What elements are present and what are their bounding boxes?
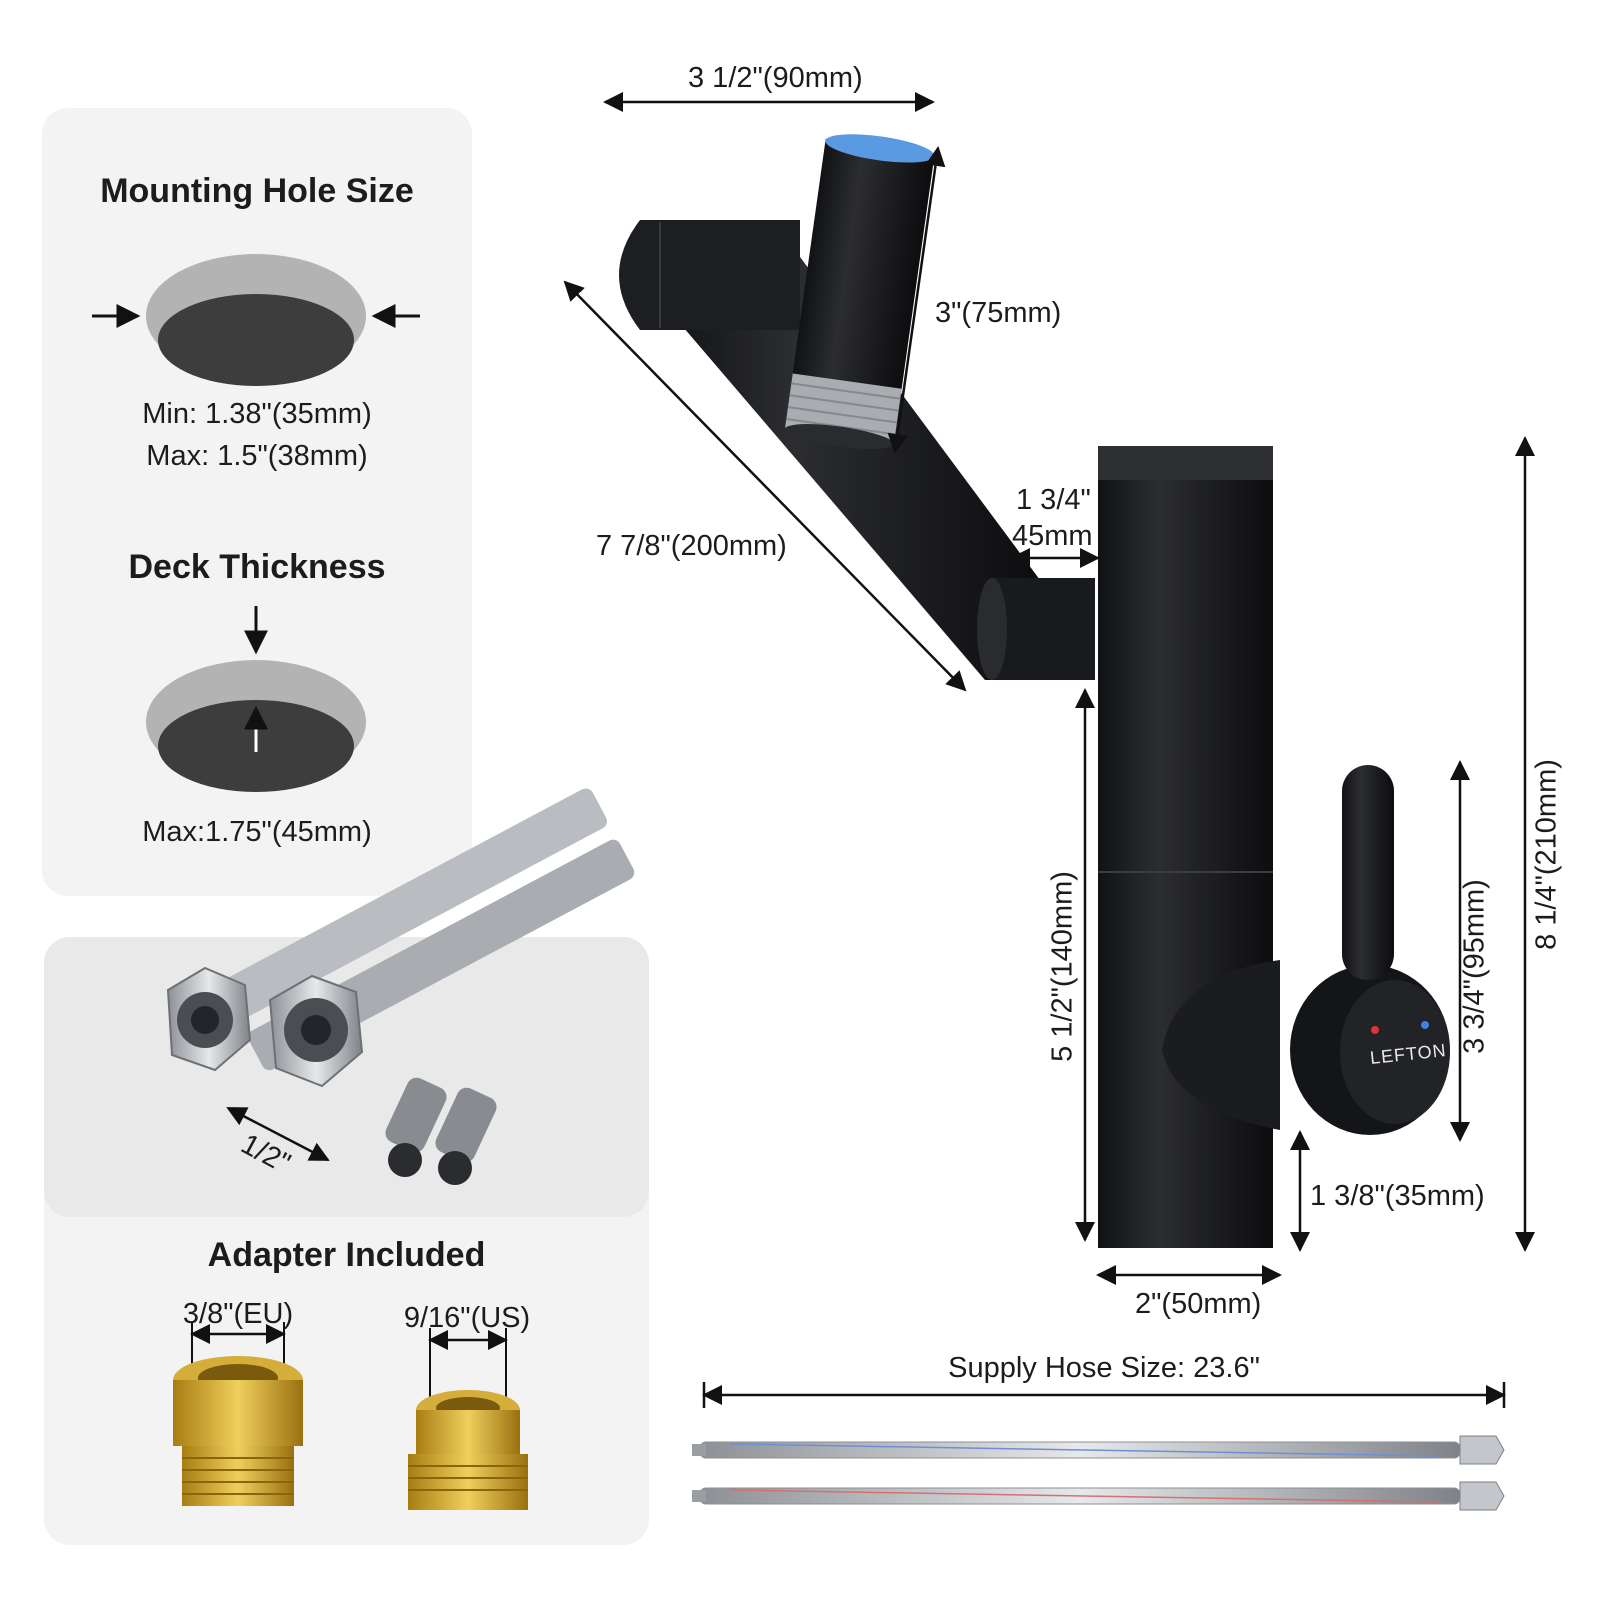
adapter-eu-illustration <box>173 1322 303 1506</box>
supply-hose-label: Supply Hose Size: 23.6" <box>948 1352 1260 1384</box>
dimension-lines <box>563 92 1535 1408</box>
mounting-hole-title: Mounting Hole Size <box>100 172 414 210</box>
aerator-height-label: 3"(75mm) <box>935 297 1062 329</box>
deck-thickness-title: Deck Thickness <box>128 548 386 586</box>
mounting-hole-max: Max: 1.5"(38mm) <box>146 440 368 472</box>
offset-label-line2: 45mm <box>1012 520 1093 552</box>
total-height-label: 8 1/4"(210mm) <box>1530 759 1563 950</box>
deck-thickness-icon <box>146 606 366 792</box>
handle-height-label: 3 3/4"(95mm) <box>1458 879 1491 1054</box>
handle-base-label: 1 3/8"(35mm) <box>1310 1180 1485 1212</box>
supply-hoses-illustration <box>692 1435 1505 1511</box>
mounting-hole-icon <box>92 254 420 386</box>
adapter-eu-label: 3/8"(EU) <box>182 1298 294 1330</box>
adapter-us-label: 9/16"(US) <box>403 1302 531 1334</box>
spout-width-label: 3 1/2"(90mm) <box>688 62 863 94</box>
deck-thickness-max: Max:1.75"(45mm) <box>142 816 372 848</box>
hose-connectors-illustration <box>44 788 649 1217</box>
offset-label-line1: 1 3/4" <box>1016 484 1091 516</box>
arm-length-label: 7 7/8"(200mm) <box>596 530 787 562</box>
adapter-title: Adapter Included <box>207 1236 486 1274</box>
body-height-label: 5 1/2"(140mm) <box>1046 871 1079 1062</box>
mounting-hole-min: Min: 1.38"(35mm) <box>142 398 372 430</box>
base-width-label: 2"(50mm) <box>1135 1288 1262 1320</box>
adapter-us-illustration <box>408 1328 528 1510</box>
